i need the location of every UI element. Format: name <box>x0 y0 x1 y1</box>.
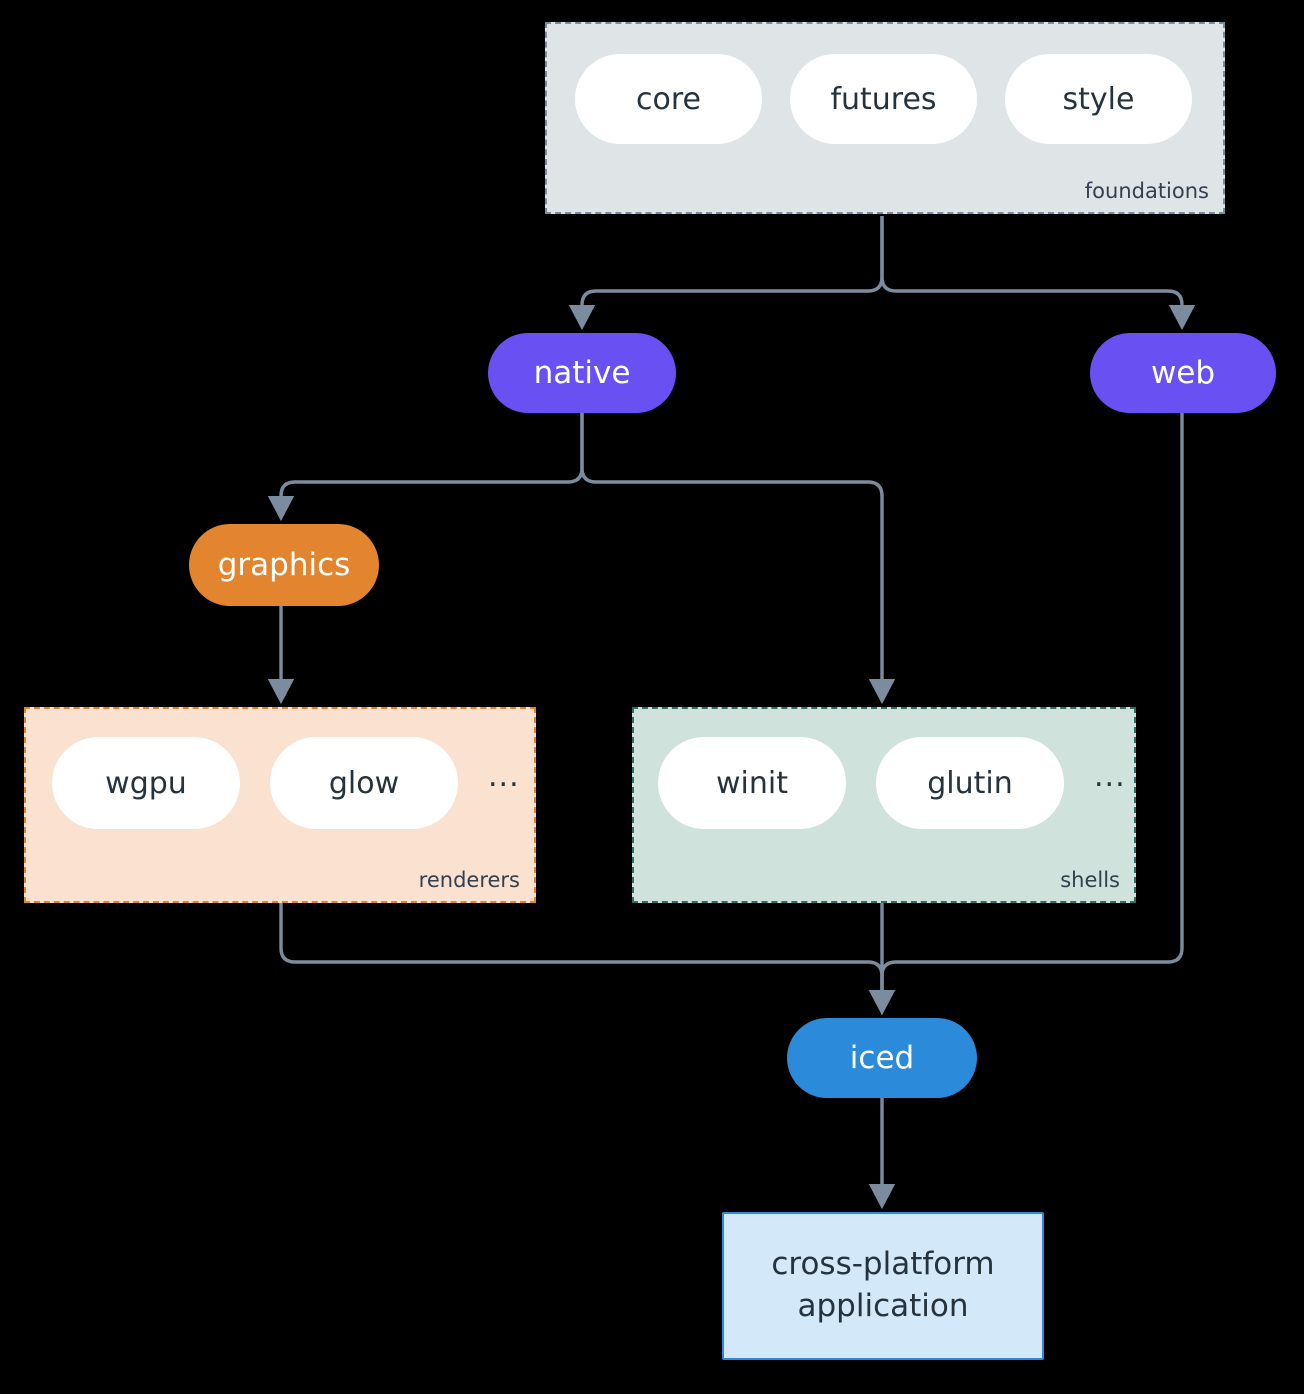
cluster-label-foundations: foundations <box>1084 179 1209 203</box>
pill-glutin[interactable]: glutin <box>876 737 1064 829</box>
node-cross-platform-application[interactable]: cross-platform application <box>722 1212 1044 1360</box>
cluster-renderers: wgpu glow ... renderers <box>24 707 536 903</box>
edge-native-shells <box>580 413 896 705</box>
cluster-label-renderers: renderers <box>418 868 520 892</box>
edge-native-graphics <box>267 413 584 522</box>
pill-glow[interactable]: glow <box>270 737 458 829</box>
node-graphics[interactable]: graphics <box>189 524 379 606</box>
pill-style[interactable]: style <box>1005 54 1192 144</box>
pill-core[interactable]: core <box>575 54 762 144</box>
foundations-pill-row: core futures style <box>575 54 1192 144</box>
node-iced[interactable]: iced <box>787 1018 977 1098</box>
pill-futures[interactable]: futures <box>790 54 977 144</box>
cluster-label-shells: shells <box>1060 868 1120 892</box>
node-native[interactable]: native <box>488 333 676 413</box>
app-label-line-1: cross-platform <box>771 1246 995 1283</box>
edge-renderers-iced <box>279 903 896 1016</box>
cluster-foundations: core futures style foundations <box>545 22 1225 214</box>
pill-wgpu[interactable]: wgpu <box>52 737 240 829</box>
pill-winit[interactable]: winit <box>658 737 846 829</box>
renderers-ellipsis: ... <box>488 759 520 794</box>
edge-foundations-web <box>880 216 1196 331</box>
renderers-pill-row: wgpu glow ... <box>52 737 520 829</box>
cluster-shells: winit glutin ... shells <box>632 707 1136 903</box>
shells-ellipsis: ... <box>1094 759 1126 794</box>
edge-foundations-native <box>568 216 884 331</box>
shells-pill-row: winit glutin ... <box>658 737 1126 829</box>
node-web[interactable]: web <box>1090 333 1276 413</box>
app-label-line-2: application <box>797 1288 969 1324</box>
